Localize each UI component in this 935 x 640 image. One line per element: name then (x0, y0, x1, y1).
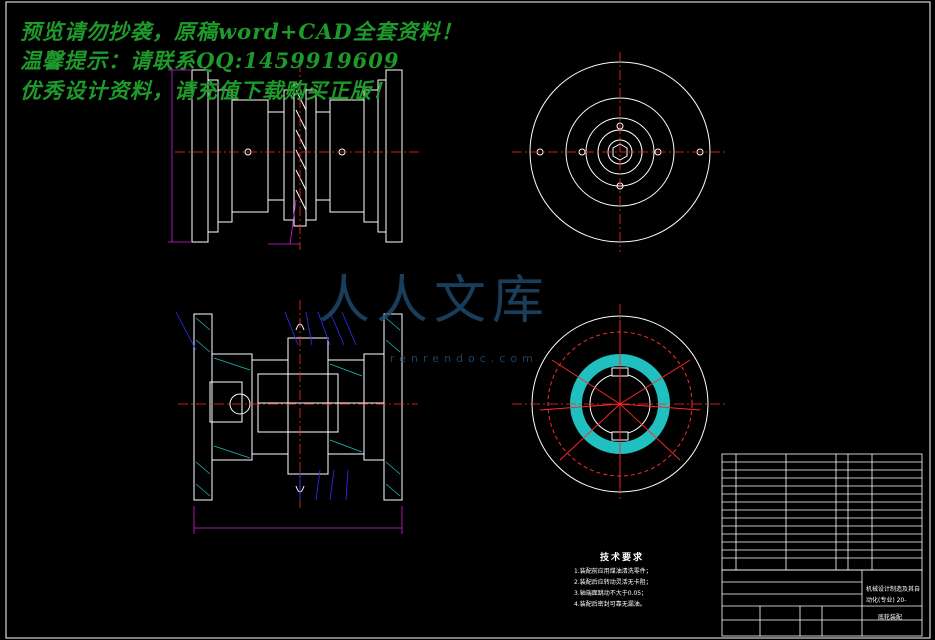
tech-note-3: 3.轴端面跳动不大于0.05； (574, 590, 648, 597)
tech-note-2: 2.装配后应转动灵活无卡阻； (574, 579, 652, 586)
title-block-drawing-name: 底轮装配 (878, 614, 903, 621)
tech-note-1: 1.装配前应用煤油清洗零件； (574, 568, 652, 575)
watermark-line-1: 预览请勿抄袭，原稿word+CAD全套资料！ (20, 19, 463, 44)
title-block (721, 569, 923, 637)
parts-list-table (721, 453, 923, 571)
section-view-outline (193, 313, 403, 501)
section-circle-centerlines (512, 304, 728, 500)
title-block-line-2: 动化(专业) 20- (866, 597, 907, 604)
tech-note-4: 4.装配后密封可靠无漏油。 (574, 601, 646, 608)
title-block-line-1: 机械设计制造及其自 (866, 586, 921, 593)
watermark-line-3: 优秀设计资料，请充值下载购买正版！ (20, 78, 394, 103)
section-view-hatching (195, 317, 401, 497)
section-view-leaders (175, 311, 357, 501)
watermark-line-2: 温馨提示：请联系QQ:1459919609 (20, 48, 400, 73)
section-view-dimension (193, 506, 403, 534)
watermark-logo-sub: renrendoc.com (390, 352, 538, 365)
tech-requirements-title: 技术要求 (600, 553, 645, 563)
front-view-dimensions (168, 69, 300, 245)
drawing-border (5, 1, 931, 639)
section-circle-spokes (539, 320, 701, 488)
watermark-logo: 人人文库 (318, 271, 551, 331)
end-view-centerlines (512, 52, 728, 252)
front-view-centerlines (175, 62, 420, 250)
